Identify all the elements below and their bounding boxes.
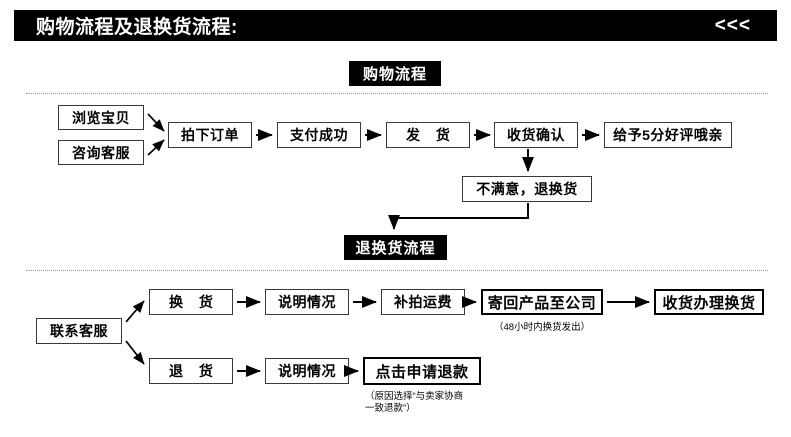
- chevrons-left-icon: <<<: [714, 14, 751, 36]
- return-flow-banner: 退换货流程: [344, 235, 447, 260]
- page-title: 购物流程及退换货流程:: [36, 17, 238, 38]
- box-place-order[interactable]: 拍下订单: [168, 122, 252, 148]
- arrow-consult-to-order: [147, 139, 165, 156]
- arrow-browse-to-order: [147, 113, 165, 132]
- box-exchange-goods[interactable]: 换 货: [149, 289, 233, 315]
- box-give-five-star-review[interactable]: 给予5分好评哦亲: [604, 122, 732, 148]
- box-receive-and-process-exchange[interactable]: 收货办理换货: [654, 289, 764, 315]
- box-click-apply-refund[interactable]: 点击申请退款: [363, 357, 481, 385]
- box-consult-service[interactable]: 咨询客服: [58, 140, 144, 165]
- box-explain-situation-refund[interactable]: 说明情况: [265, 358, 349, 384]
- box-browse-item[interactable]: 浏览宝贝: [58, 105, 144, 130]
- box-confirm-receipt[interactable]: 收货确认: [494, 122, 578, 148]
- box-send-product-back[interactable]: 寄回产品至公司: [481, 289, 603, 315]
- divider-middle: [26, 270, 768, 271]
- box-ship-goods[interactable]: 发 货: [386, 122, 470, 148]
- box-return-goods[interactable]: 退 货: [149, 358, 233, 384]
- divider-top: [26, 93, 768, 94]
- shopping-flow-banner: 购物流程: [349, 61, 441, 86]
- caption-exchange-48h: （48小时内换货发出）: [494, 322, 591, 333]
- box-explain-situation-exchange[interactable]: 说明情况: [265, 289, 349, 315]
- box-unsatisfied-return-exchange[interactable]: 不满意，退换货: [462, 176, 592, 202]
- page-header: 购物流程及退换货流程: <<<: [14, 10, 777, 41]
- arrow-contact-to-return: [125, 340, 145, 365]
- box-pay-extra-shipping[interactable]: 补拍运费: [381, 289, 465, 315]
- arrow-contact-to-exchange: [125, 300, 145, 323]
- arrow-unsatisfied-to-return-banner: [387, 203, 529, 230]
- box-payment-success[interactable]: 支付成功: [277, 122, 361, 148]
- caption-refund-reason: （原因选择“与卖家协商一致退款”）: [365, 391, 464, 414]
- box-contact-service[interactable]: 联系客服: [36, 318, 122, 344]
